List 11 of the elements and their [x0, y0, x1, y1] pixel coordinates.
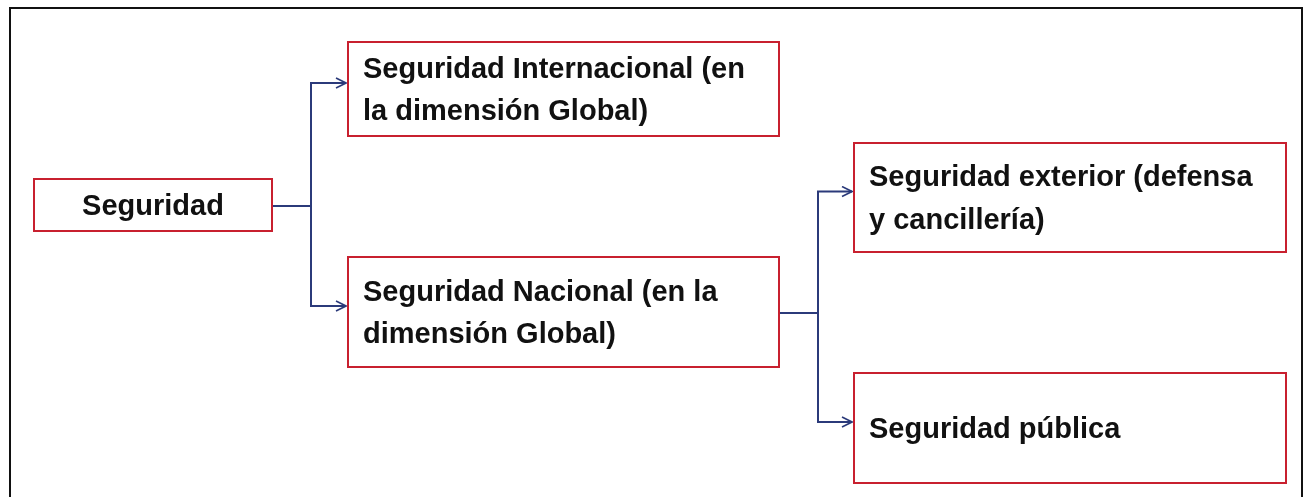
box-label: Seguridad Internacional (en la dimensión Global) [363, 50, 746, 128]
box-label: Seguridad Nacional (en la dimensión Global) [363, 273, 719, 351]
process-box [33, 178, 273, 232]
box-label: Seguridad exterior (defensa y cancillería) [869, 159, 1254, 237]
process-box [853, 142, 1287, 253]
box-label: Seguridad [82, 187, 224, 223]
process-box [853, 372, 1287, 484]
process-box [347, 41, 780, 137]
arrow [779, 312, 853, 428]
process-box [347, 256, 780, 368]
box-label: Seguridad pública [869, 410, 1121, 446]
